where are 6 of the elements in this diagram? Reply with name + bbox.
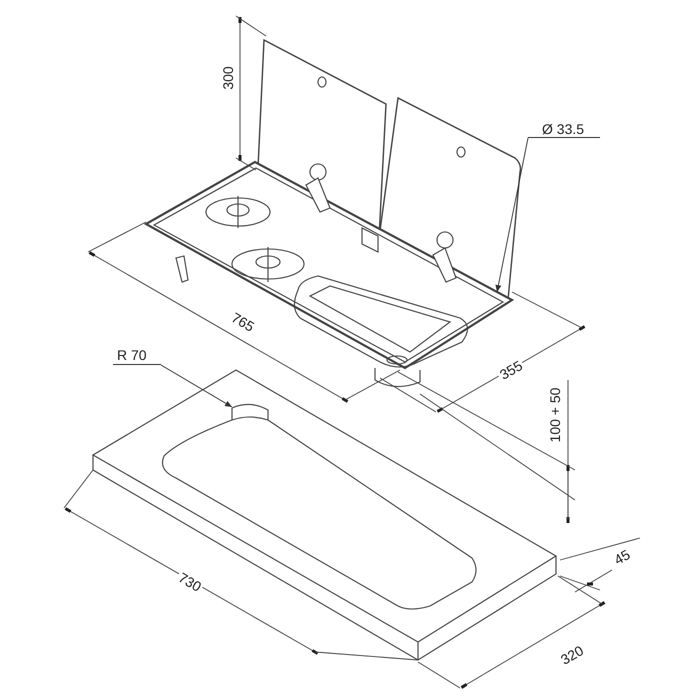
callout-text: R 70 xyxy=(113,348,161,365)
leader-line xyxy=(160,364,232,408)
dimension-label: 300 xyxy=(221,64,235,92)
callout-text: Ø 33.5 xyxy=(528,122,600,138)
leader-line xyxy=(495,138,528,292)
dimension-label: 100 + 50 xyxy=(548,386,562,444)
